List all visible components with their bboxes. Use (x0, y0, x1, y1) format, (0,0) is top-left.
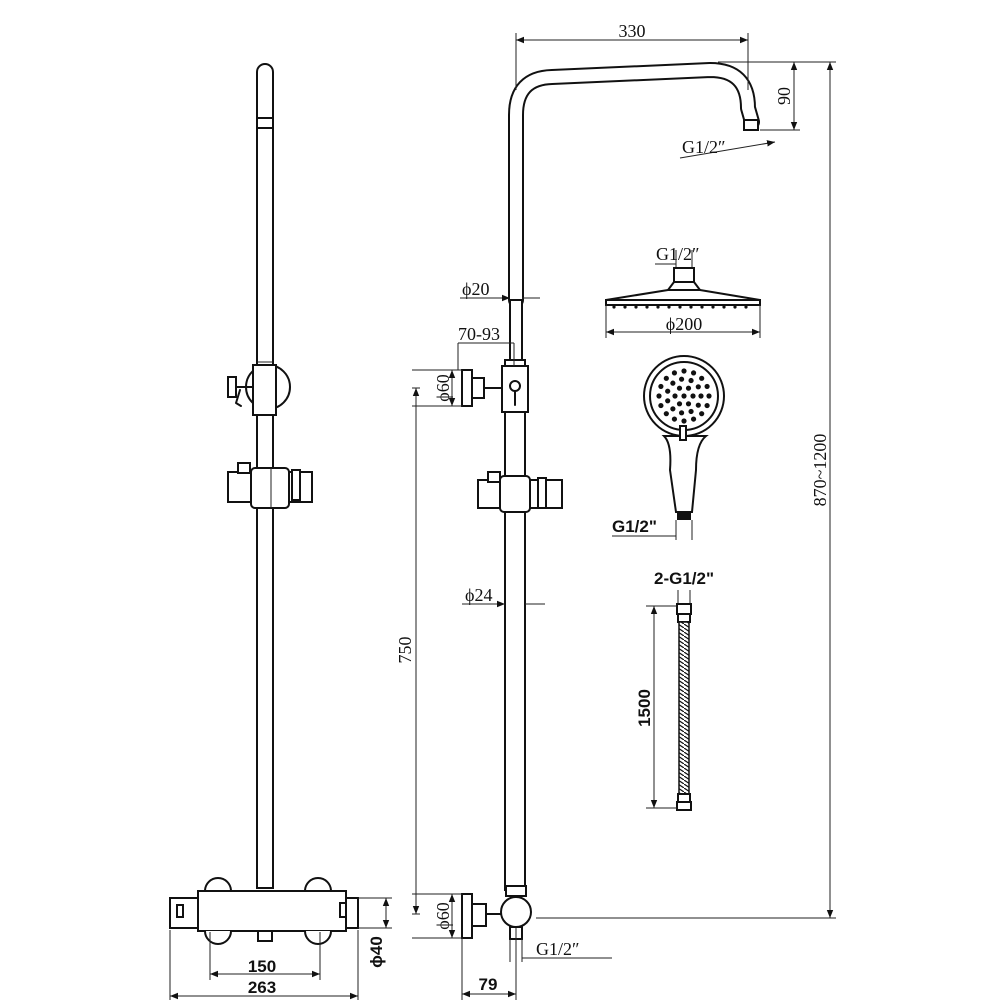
hand-shower-nozzle (656, 393, 662, 399)
hand-shower-nozzle (695, 402, 701, 408)
overhead-thread-label: G1/2″ (656, 244, 700, 264)
overhead-nozzle (656, 305, 660, 309)
dim-top-bracket-diameter: ϕ60 (433, 374, 453, 401)
dim-bottom-bracket-diameter: ϕ60 (433, 902, 453, 929)
overhead-nozzle (612, 305, 616, 309)
overhead-nozzle (700, 305, 704, 309)
side-dimensions (412, 33, 836, 1000)
hand-shower-nozzle (676, 401, 683, 407)
hand-shower-nozzle (690, 416, 697, 422)
dim-bottom-thread: G1/2″ (536, 939, 580, 959)
side-overhead-arm (508, 62, 760, 308)
hand-shower-nozzle (670, 406, 676, 412)
hand-shower-nozzle (690, 370, 697, 376)
hose-length-label: 1500 (635, 689, 654, 727)
dim-lower-pipe-diameter: ϕ24 (465, 585, 492, 605)
overhead-nozzle (645, 305, 649, 309)
side-top-wall-bracket (461, 365, 529, 413)
overhead-nozzle (733, 305, 737, 309)
hand-shower-nozzle (699, 375, 705, 381)
front-hand-shower-slider (227, 462, 313, 509)
hand-shower-nozzle (671, 416, 678, 422)
front-wall-bracket (227, 364, 291, 416)
hand-shower-nozzle (681, 393, 687, 399)
shower-hose (646, 590, 692, 811)
dim-inlet-spacing: 150 (248, 957, 276, 976)
hand-shower-nozzle (671, 370, 678, 376)
overhead-nozzle (634, 305, 638, 309)
hand-shower-nozzle (663, 411, 669, 417)
hand-shower-nozzle (665, 388, 671, 394)
front-view: 150 263 ϕ40 (169, 63, 392, 1000)
side-upper-pipe (509, 299, 523, 361)
dim-arm-drop: 90 (774, 87, 794, 105)
overhead-nozzle (689, 305, 693, 309)
hand-shower-nozzle (698, 393, 704, 399)
hand-shower-nozzle (678, 410, 685, 416)
overhead-diameter-label: ϕ200 (666, 314, 702, 334)
dim-valve-height: ϕ40 (367, 936, 386, 968)
arm-outlet-nut (743, 119, 759, 131)
overhead-nozzle (678, 305, 682, 309)
overhead-nozzle (711, 305, 715, 309)
overhead-nozzle (744, 305, 748, 309)
overhead-nozzle (667, 305, 671, 309)
hand-shower-thread-label: G1/2" (612, 517, 657, 536)
hand-shower-nozzle (665, 398, 671, 404)
side-view: 330 90 G1/2″ ϕ20 70-93 ϕ60 ϕ24 750 ϕ60 G… (395, 21, 836, 1000)
hand-shower-nozzle (676, 385, 683, 391)
hose-threads-label: 2-G1/2" (654, 569, 714, 588)
dim-bracket-adjustment: 70-93 (458, 324, 500, 344)
hand-shower-nozzle (704, 383, 710, 390)
overhead-nozzle (623, 305, 627, 309)
dim-arm-reach: 330 (619, 21, 646, 41)
dim-arm-thread: G1/2″ (682, 137, 726, 157)
hand-shower-nozzle (688, 408, 694, 415)
hand-shower-nozzle (685, 401, 692, 407)
hand-shower-nozzle (663, 375, 669, 381)
dim-bracket-distance: 750 (395, 637, 415, 664)
hand-shower-nozzle (688, 377, 694, 384)
dim-upper-pipe-diameter: ϕ20 (462, 279, 489, 299)
dim-valve-depth: 79 (479, 975, 498, 994)
hand-shower-nozzle (681, 368, 687, 374)
front-thermostatic-valve (169, 877, 359, 945)
dim-total-height: 870~1200 (810, 434, 830, 507)
hand-shower-nozzle (685, 385, 692, 391)
front-dimensions (169, 897, 392, 1000)
side-bottom-bracket-valve (461, 885, 532, 940)
dim-valve-width: 263 (248, 978, 276, 997)
overhead-shower-head (605, 250, 761, 338)
hand-shower-nozzle (678, 376, 685, 382)
hand-shower-nozzle (670, 380, 676, 386)
hand-shower-nozzle (672, 393, 678, 399)
front-pipe-joint (256, 117, 274, 129)
hand-shower (612, 355, 725, 540)
hand-shower-nozzle (658, 402, 664, 409)
hand-shower-nozzle (704, 402, 710, 409)
hand-shower-nozzle (699, 411, 705, 417)
hand-shower-nozzle (706, 393, 712, 399)
side-lower-pipe (504, 359, 526, 891)
hand-shower-nozzle (681, 418, 687, 424)
hand-shower-nozzle (690, 393, 696, 399)
side-hand-shower-slider (477, 471, 563, 513)
overhead-nozzle (722, 305, 726, 309)
hand-shower-nozzle (658, 383, 664, 390)
hand-shower-nozzle (695, 384, 701, 390)
